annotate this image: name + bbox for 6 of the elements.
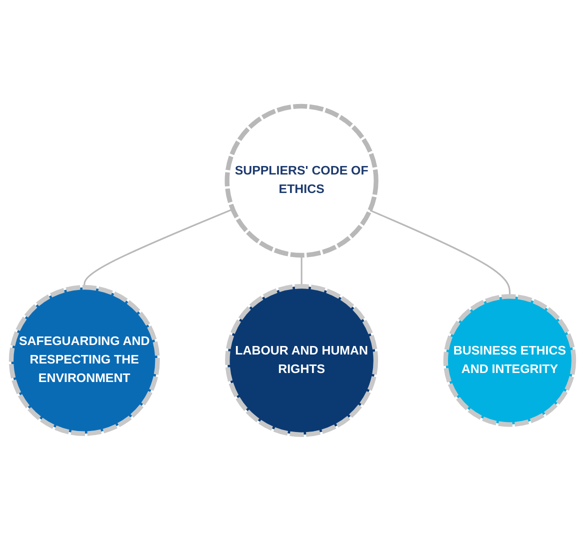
node-circle: SAFEGUARDING AND RESPECTING THE ENVIRONMENT <box>8 284 160 436</box>
node-circle: SUPPLIERS' CODE OF ETHICS <box>224 103 378 258</box>
node-circle: BUSINESS ETHICS AND INTEGRITY <box>443 294 576 426</box>
node-circle: LABOUR AND HUMAN RIGHTS <box>225 284 378 437</box>
connector <box>370 209 510 296</box>
connector <box>300 254 302 286</box>
